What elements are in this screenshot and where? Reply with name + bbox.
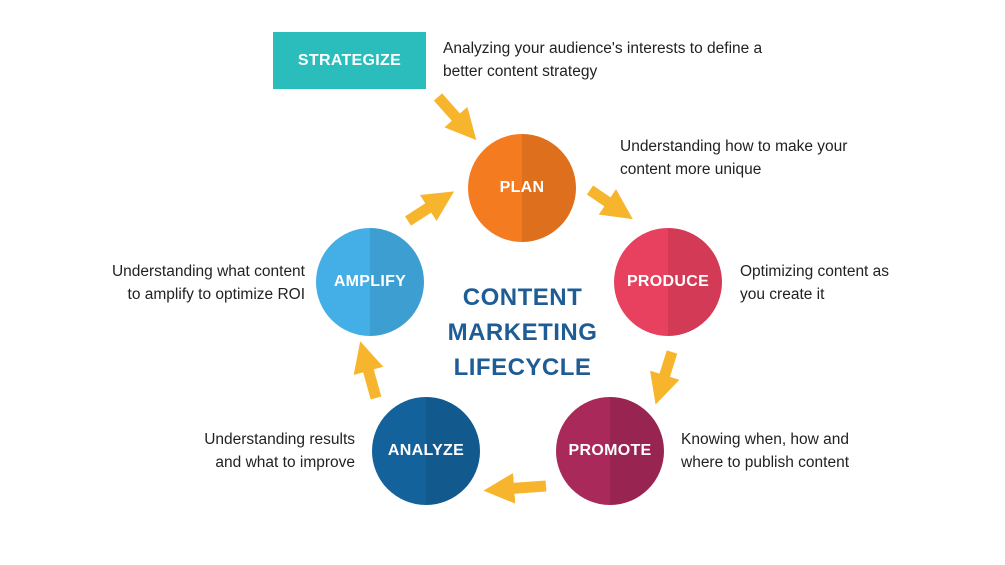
amplify-circle: AMPLIFY — [316, 228, 424, 336]
arrow-produce-to-promote — [650, 350, 680, 405]
analyze-circle: ANALYZE — [372, 397, 480, 505]
strategize-description: Analyzing your audience's interests to d… — [443, 40, 763, 80]
analyze-description: Understanding results and what to improv… — [204, 431, 355, 471]
arrow-analyze-to-amplify — [353, 341, 384, 400]
plan-label: PLAN — [499, 179, 545, 196]
amplify-label: AMPLIFY — [333, 273, 407, 290]
promote-description: Knowing when, how and where to publish c… — [681, 431, 850, 471]
strategize-label: STRATEGIZE — [297, 51, 402, 69]
arrow-plan-to-produce — [586, 185, 633, 220]
plan-description: Understanding how to make your content m… — [620, 138, 848, 178]
promote-circle: PROMOTE — [556, 397, 664, 505]
plan-circle: PLAN — [468, 134, 576, 242]
strategize-box: STRATEGIZE — [273, 32, 426, 89]
produce-circle: PRODUCE — [614, 228, 722, 336]
analyze-label: ANALYZE — [387, 442, 465, 459]
produce-label: PRODUCE — [626, 273, 710, 290]
arrow-amplify-to-plan — [405, 191, 455, 226]
amplify-description: Understanding what content to amplify to… — [111, 263, 305, 303]
arrow-promote-to-analyze — [483, 472, 547, 504]
produce-description: Optimizing content as you create it — [740, 263, 890, 303]
center-title: CONTENT MARKETING LIFECYCLE — [447, 284, 598, 381]
promote-label: PROMOTE — [568, 442, 652, 459]
arrow-strategize-to-plan — [433, 93, 477, 141]
